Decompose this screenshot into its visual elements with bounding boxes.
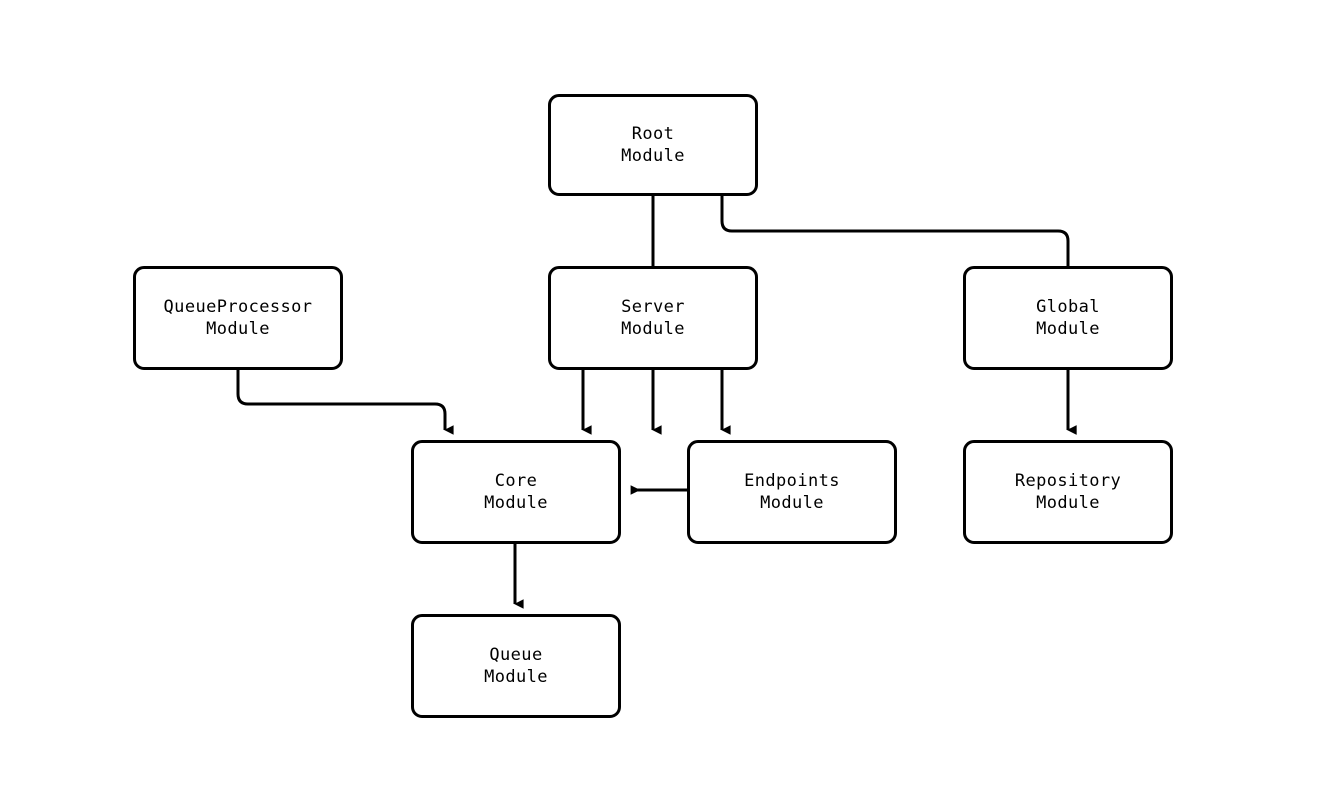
node-root-module[interactable]: Root Module [548, 94, 758, 196]
node-server-module[interactable]: Server Module [548, 266, 758, 370]
node-label: Endpoints Module [744, 471, 840, 513]
node-label: Queue Module [484, 645, 548, 687]
node-label: Root Module [621, 124, 685, 166]
node-queueprocessor-module[interactable]: QueueProcessor Module [133, 266, 343, 370]
node-label: Global Module [1036, 297, 1100, 339]
node-core-module[interactable]: Core Module [411, 440, 621, 544]
node-global-module[interactable]: Global Module [963, 266, 1173, 370]
edge-queueprocessor-to-core [236, 370, 454, 435]
node-repository-module[interactable]: Repository Module [963, 440, 1173, 544]
node-endpoints-module[interactable]: Endpoints Module [687, 440, 897, 544]
node-label: Repository Module [1014, 471, 1122, 513]
node-queue-module[interactable]: Queue Module [411, 614, 621, 718]
node-label: QueueProcessor Module [163, 297, 313, 339]
node-label: Server Module [621, 297, 685, 339]
node-label: Core Module [484, 471, 548, 513]
